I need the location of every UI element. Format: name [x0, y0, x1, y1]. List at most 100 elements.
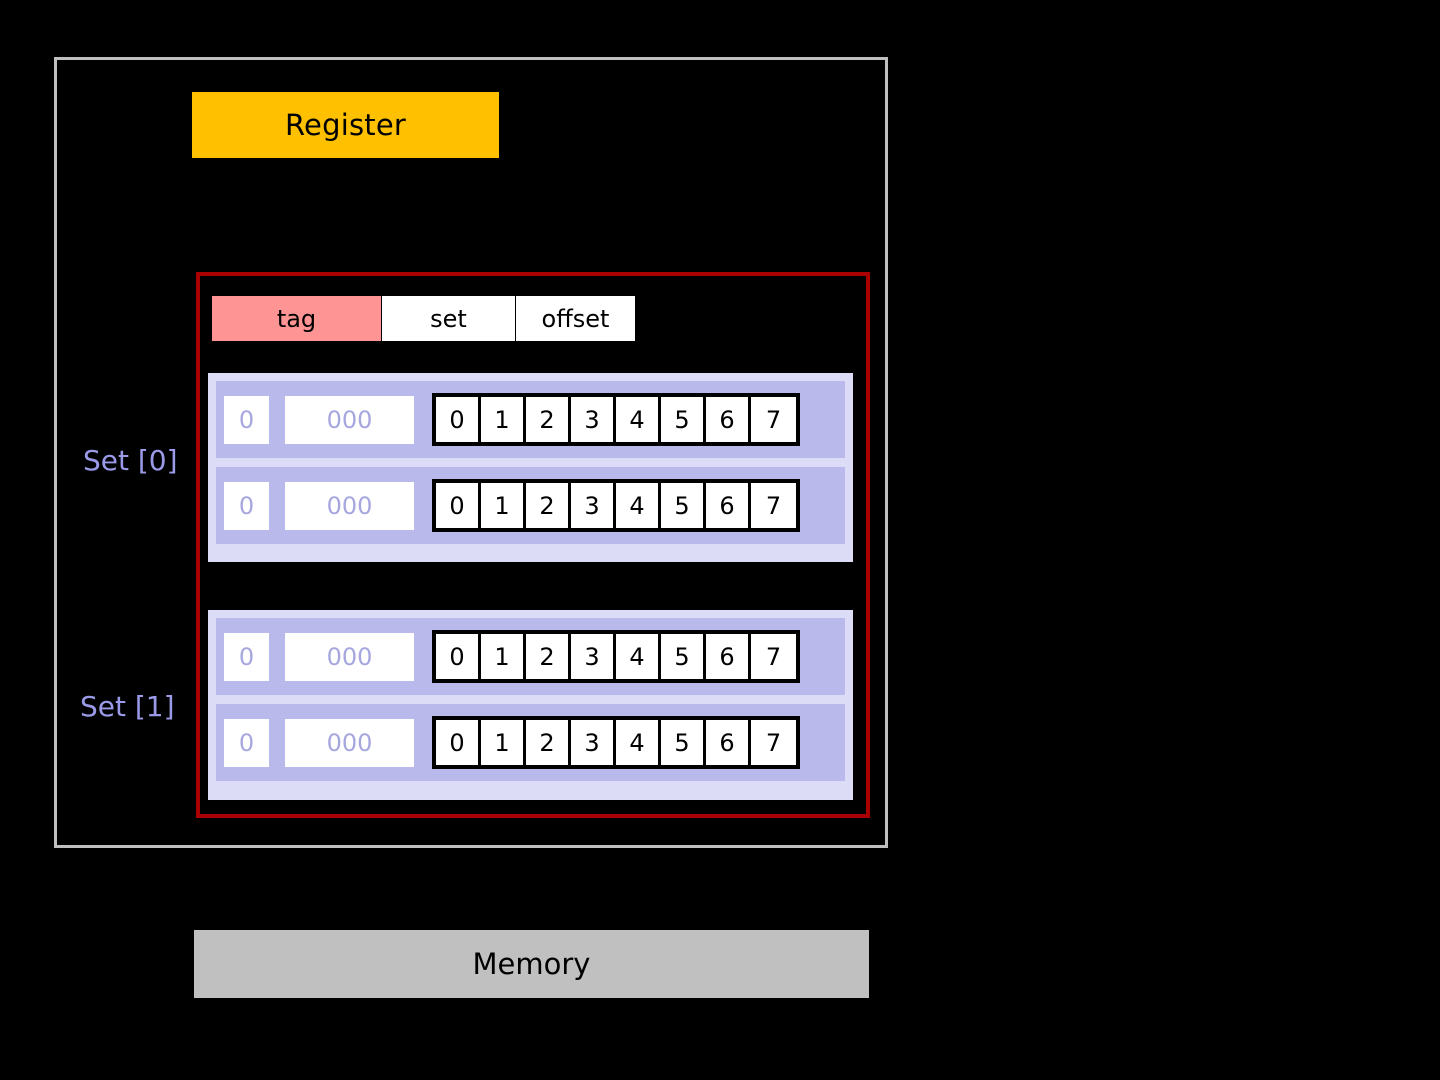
byte-label: 0 — [449, 491, 465, 520]
byte-cell: 3 — [571, 720, 616, 765]
byte-cell: 3 — [571, 483, 616, 528]
cache-line: 0 000 0 1 2 3 4 5 6 7 — [216, 704, 845, 781]
byte-cell: 4 — [616, 634, 661, 679]
byte-cell: 0 — [436, 634, 481, 679]
address-field-offset: offset — [516, 296, 635, 341]
register-label: Register — [285, 108, 406, 142]
valid-bit-cell: 0 — [224, 632, 269, 681]
byte-label: 7 — [765, 491, 782, 520]
byte-cell: 7 — [751, 397, 796, 442]
tag-value: 000 — [326, 491, 373, 520]
cache-set-group-1: 0 000 0 1 2 3 4 5 6 7 0 000 0 1 2 3 4 5 — [208, 610, 853, 800]
byte-cell: 6 — [706, 397, 751, 442]
address-field-set-label: set — [430, 304, 467, 333]
set-label-0: Set [0] — [83, 444, 178, 477]
tag-value-cell: 000 — [285, 395, 414, 444]
cache-line: 0 000 0 1 2 3 4 5 6 7 — [216, 381, 845, 458]
byte-cell: 7 — [751, 720, 796, 765]
cache-line-data-block: 0 1 2 3 4 5 6 7 — [432, 393, 800, 446]
address-field-set: set — [382, 296, 516, 341]
byte-label: 3 — [584, 642, 600, 671]
byte-label: 0 — [449, 642, 465, 671]
byte-label: 4 — [629, 491, 645, 520]
cache-line: 0 000 0 1 2 3 4 5 6 7 — [216, 618, 845, 695]
address-field-tag: tag — [212, 296, 382, 341]
byte-label: 1 — [494, 642, 510, 671]
byte-cell: 3 — [571, 397, 616, 442]
byte-label: 6 — [719, 728, 735, 757]
byte-label: 1 — [494, 405, 510, 434]
byte-label: 5 — [674, 728, 690, 757]
byte-label: 1 — [494, 728, 510, 757]
byte-cell: 5 — [661, 397, 706, 442]
byte-label: 2 — [539, 728, 555, 757]
byte-label: 6 — [719, 642, 735, 671]
byte-label: 7 — [765, 405, 782, 434]
byte-cell: 6 — [706, 483, 751, 528]
byte-label: 7 — [765, 728, 782, 757]
byte-label: 4 — [629, 728, 645, 757]
cache-line-data-block: 0 1 2 3 4 5 6 7 — [432, 479, 800, 532]
byte-label: 6 — [719, 491, 735, 520]
byte-cell: 2 — [526, 397, 571, 442]
byte-cell: 6 — [706, 720, 751, 765]
byte-cell: 1 — [481, 483, 526, 528]
cache-line-data-block: 0 1 2 3 4 5 6 7 — [432, 716, 800, 769]
byte-label: 5 — [674, 405, 690, 434]
valid-bit-value: 0 — [238, 642, 255, 671]
set-label-1: Set [1] — [80, 690, 175, 723]
byte-cell: 1 — [481, 397, 526, 442]
byte-label: 2 — [539, 405, 555, 434]
byte-cell: 7 — [751, 483, 796, 528]
byte-cell: 4 — [616, 720, 661, 765]
byte-cell: 2 — [526, 634, 571, 679]
byte-cell: 0 — [436, 397, 481, 442]
tag-value-cell: 000 — [285, 718, 414, 767]
byte-label: 3 — [584, 405, 600, 434]
valid-bit-value: 0 — [238, 728, 255, 757]
byte-cell: 4 — [616, 397, 661, 442]
byte-cell: 4 — [616, 483, 661, 528]
byte-cell: 5 — [661, 720, 706, 765]
byte-cell: 2 — [526, 483, 571, 528]
byte-label: 4 — [629, 405, 645, 434]
byte-label: 5 — [674, 491, 690, 520]
byte-cell: 5 — [661, 634, 706, 679]
byte-label: 1 — [494, 491, 510, 520]
tag-value-cell: 000 — [285, 632, 414, 681]
cache-line-data-block: 0 1 2 3 4 5 6 7 — [432, 630, 800, 683]
byte-cell: 1 — [481, 634, 526, 679]
memory-label: Memory — [472, 947, 591, 981]
memory-block: Memory — [194, 930, 869, 998]
byte-label: 0 — [449, 728, 465, 757]
tag-value: 000 — [326, 642, 373, 671]
cache-set-group-0: 0 000 0 1 2 3 4 5 6 7 0 000 0 1 2 3 4 5 — [208, 373, 853, 562]
valid-bit-cell: 0 — [224, 481, 269, 530]
byte-cell: 5 — [661, 483, 706, 528]
tag-value: 000 — [326, 728, 373, 757]
register-block: Register — [192, 92, 499, 158]
byte-label: 6 — [719, 405, 735, 434]
byte-cell: 0 — [436, 483, 481, 528]
byte-label: 2 — [539, 491, 555, 520]
byte-label: 3 — [584, 728, 600, 757]
byte-cell: 0 — [436, 720, 481, 765]
byte-cell: 3 — [571, 634, 616, 679]
byte-cell: 7 — [751, 634, 796, 679]
address-field-tag-label: tag — [276, 304, 317, 333]
byte-label: 4 — [629, 642, 645, 671]
byte-label: 7 — [765, 642, 782, 671]
valid-bit-cell: 0 — [224, 395, 269, 444]
tag-value: 000 — [326, 405, 373, 434]
cache-line: 0 000 0 1 2 3 4 5 6 7 — [216, 467, 845, 544]
valid-bit-value: 0 — [238, 491, 255, 520]
byte-cell: 6 — [706, 634, 751, 679]
address-breakdown-bar: tag set offset — [212, 296, 635, 341]
byte-label: 5 — [674, 642, 690, 671]
address-field-offset-label: offset — [541, 304, 610, 333]
byte-cell: 1 — [481, 720, 526, 765]
byte-label: 0 — [449, 405, 465, 434]
byte-cell: 2 — [526, 720, 571, 765]
valid-bit-cell: 0 — [224, 718, 269, 767]
byte-label: 3 — [584, 491, 600, 520]
